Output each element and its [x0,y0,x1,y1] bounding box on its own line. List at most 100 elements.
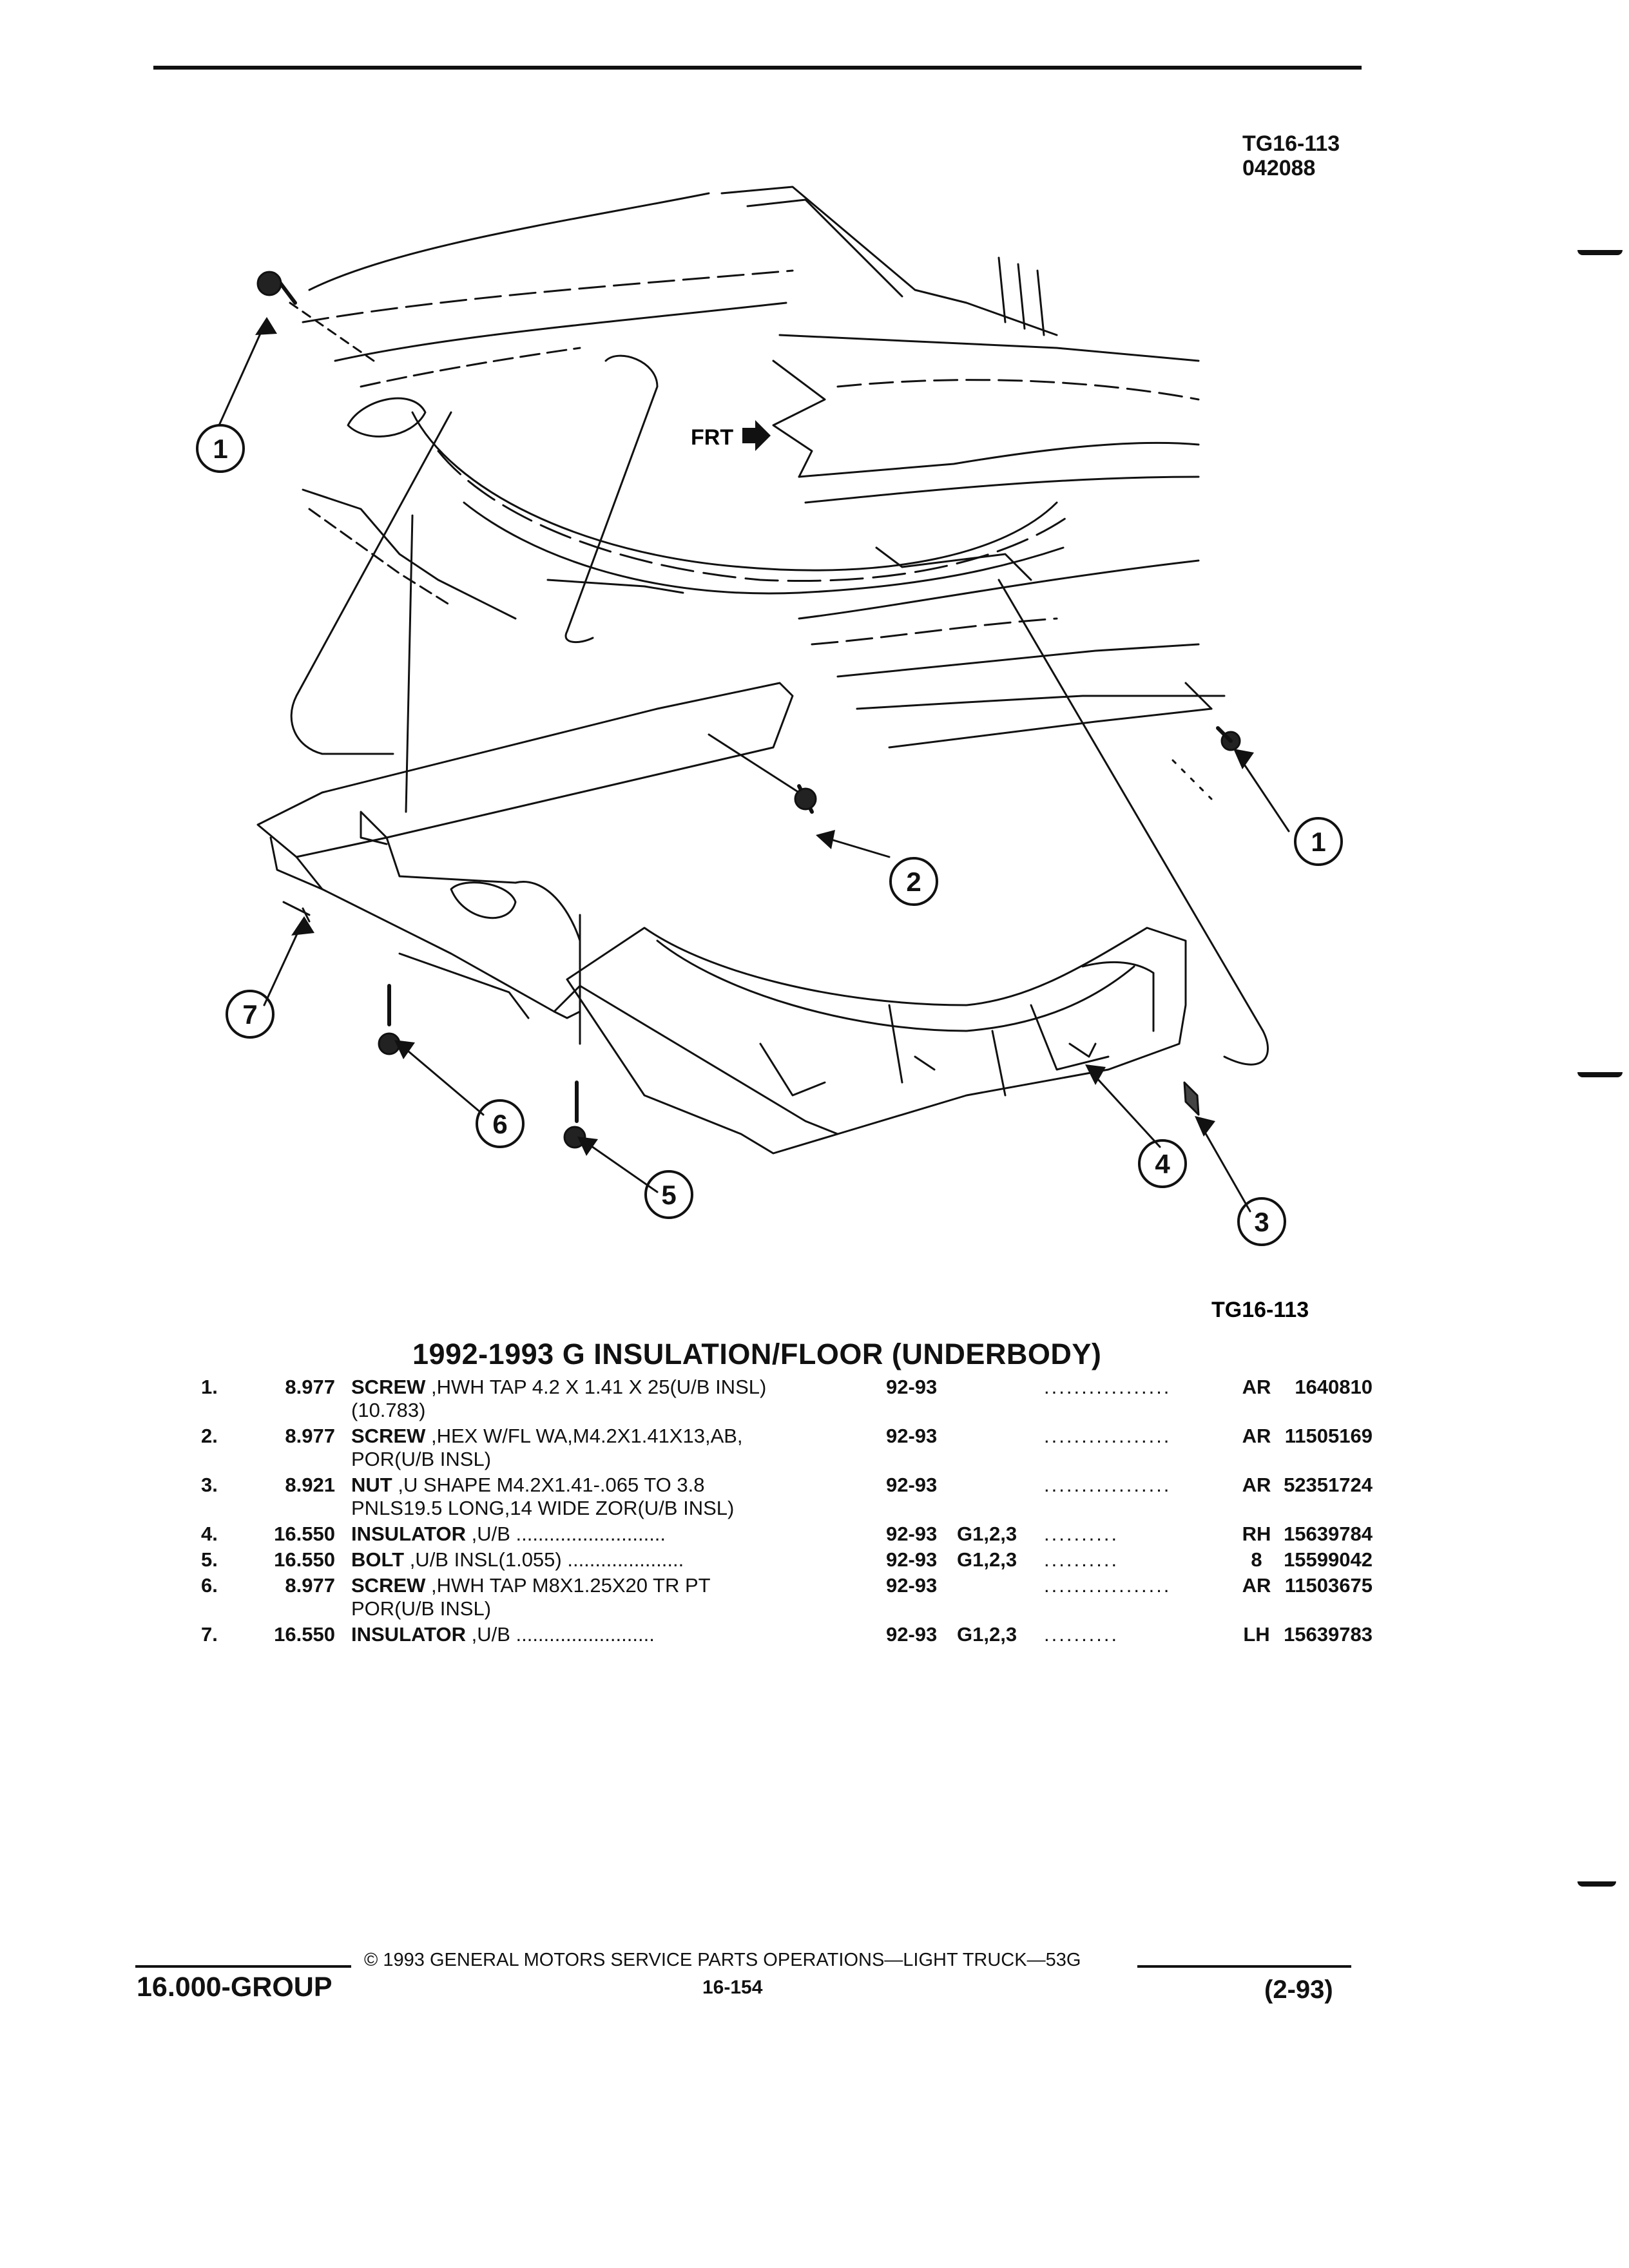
part-desc-2: PNLS19.5 LONG,14 WIDE ZOR(U/B INSL) [351,1497,735,1519]
part-pn: 11503675 [1284,1574,1373,1597]
part-name: SCREW [351,1376,426,1398]
part-ref: 8.977 [285,1376,335,1398]
footer-rule-right [1137,1965,1351,1968]
part-leader-dots: .......... [1044,1548,1119,1571]
part-name: INSULATOR [351,1623,466,1646]
part-row: 3. 8.921 NUT ,U SHAPE M4.2X1.41-.065 TO … [193,1474,1373,1520]
part-leader-dots: ................. [1044,1425,1171,1447]
part-number: 6. [201,1574,218,1597]
footer-rule-left [135,1965,351,1968]
section-title: 1992-1993 G INSULATION/FLOOR (UNDERBODY) [412,1338,1102,1370]
footer-copyright: © 1993 GENERAL MOTORS SERVICE PARTS OPER… [364,1950,1081,1970]
part-year: 92-93 [886,1574,938,1597]
part-series: G1,2,3 [957,1523,1017,1545]
part-description: SCREW ,HEX W/FL WA,M4.2X1.41X13,AB,POR(U… [351,1425,886,1471]
part-description: INSULATOR ,U/B ......................... [351,1623,886,1646]
callout-5: 5 [661,1180,676,1210]
callout-2: 2 [906,867,921,897]
top-rule [153,66,1362,70]
exploded-view-illustration: FRT 1 2 3 4 5 6 7 1 TG16-113 [196,186,1343,1322]
part-series: G1,2,3 [957,1548,1017,1571]
callout-4: 4 [1155,1149,1170,1179]
part-number: 2. [201,1425,218,1447]
part-year: 92-93 [886,1523,938,1545]
part-number: 3. [201,1474,218,1496]
part-qty: RH [1242,1523,1271,1545]
binding-mark [1577,1881,1616,1887]
frt-label: FRT [691,425,733,450]
part-qty: 8 [1251,1548,1262,1571]
part-number: 5. [201,1548,218,1571]
part-name: NUT [351,1474,392,1496]
part-name: SCREW [351,1425,426,1447]
callout-1: 1 [213,434,227,464]
callout-6: 6 [492,1109,507,1139]
part-year: 92-93 [886,1376,938,1398]
part-qty: AR [1242,1376,1271,1398]
figure-code: 042088 [1242,156,1316,180]
figure-caption-id: TG16-113 [1211,1298,1309,1322]
part-qty: AR [1242,1425,1271,1447]
part-desc: ,HEX W/FL WA,M4.2X1.41X13,AB, [425,1425,743,1447]
callout-1-right: 1 [1311,827,1325,857]
part-leader-dots: ................. [1044,1474,1171,1496]
footer-page-number: 16-154 [702,1977,763,1998]
part-desc: ,U/B ......................... [465,1623,655,1646]
part-description: BOLT ,U/B INSL(1.055) ..................… [351,1548,886,1571]
footer-revision: (2-93) [1264,1975,1333,2004]
part-ref: 16.550 [274,1548,335,1571]
part-pn: 15639783 [1284,1623,1373,1646]
part-row: 5. 16.550 BOLT ,U/B INSL(1.055) ........… [193,1548,1373,1571]
part-pn: 52351724 [1284,1474,1373,1496]
part-row: 4. 16.550 INSULATOR ,U/B ...............… [193,1523,1373,1546]
part-ref: 8.977 [285,1574,335,1597]
part-row: 6. 8.977 SCREW ,HWH TAP M8X1.25X20 TR PT… [193,1574,1373,1620]
part-desc: ,HWH TAP 4.2 X 1.41 X 25(U/B INSL) [425,1376,767,1398]
part-description: SCREW ,HWH TAP 4.2 X 1.41 X 25(U/B INSL)… [351,1376,886,1422]
part-qty: AR [1242,1574,1271,1597]
part-leader-dots: .......... [1044,1623,1119,1646]
part-qty: AR [1242,1474,1271,1496]
part-name: SCREW [351,1574,426,1597]
part-pn: 15599042 [1284,1548,1373,1571]
binding-mark [1577,1072,1623,1077]
part-year: 92-93 [886,1425,938,1447]
callout-7: 7 [242,999,257,1030]
part-row: 7. 16.550 INSULATOR ,U/B ...............… [193,1623,1373,1646]
binding-mark [1577,250,1623,255]
part-name: INSULATOR [351,1523,466,1545]
part-ref: 8.921 [285,1474,335,1496]
part-desc: ,U SHAPE M4.2X1.41-.065 TO 3.8 [392,1474,705,1496]
part-desc-2: POR(U/B INSL) [351,1597,492,1620]
callout-3: 3 [1254,1207,1269,1237]
part-pn: 1640810 [1295,1376,1373,1398]
footer-group: 16.000-GROUP [137,1972,333,2003]
part-year: 92-93 [886,1548,938,1571]
part-leader-dots: ................. [1044,1574,1171,1597]
part-description: INSULATOR ,U/B .........................… [351,1523,886,1546]
part-desc: ,HWH TAP M8X1.25X20 TR PT [425,1574,711,1597]
part-leader-dots: ................. [1044,1376,1171,1398]
parts-list: 1. 8.977 SCREW ,HWH TAP 4.2 X 1.41 X 25(… [193,1376,1373,1649]
part-year: 92-93 [886,1623,938,1646]
part-row: 2. 8.977 SCREW ,HEX W/FL WA,M4.2X1.41X13… [193,1425,1373,1471]
part-number: 4. [201,1523,218,1545]
part-desc: ,U/B INSL(1.055) ..................... [404,1548,684,1571]
part-pn: 11505169 [1284,1425,1373,1447]
part-ref: 16.550 [274,1523,335,1545]
part-name: BOLT [351,1548,405,1571]
part-leader-dots: .......... [1044,1523,1119,1545]
frt-arrow-icon [742,420,771,451]
part-row: 1. 8.977 SCREW ,HWH TAP 4.2 X 1.41 X 25(… [193,1376,1373,1422]
part-number: 1. [201,1376,218,1398]
part-ref: 16.550 [274,1623,335,1646]
part-pn: 15639784 [1284,1523,1373,1545]
part-number: 7. [201,1623,218,1646]
part-desc: ,U/B ........................... [465,1523,666,1545]
figure-id: TG16-113 [1242,131,1340,156]
part-year: 92-93 [886,1474,938,1496]
part-qty: LH [1243,1623,1270,1646]
part-ref: 8.977 [285,1425,335,1447]
